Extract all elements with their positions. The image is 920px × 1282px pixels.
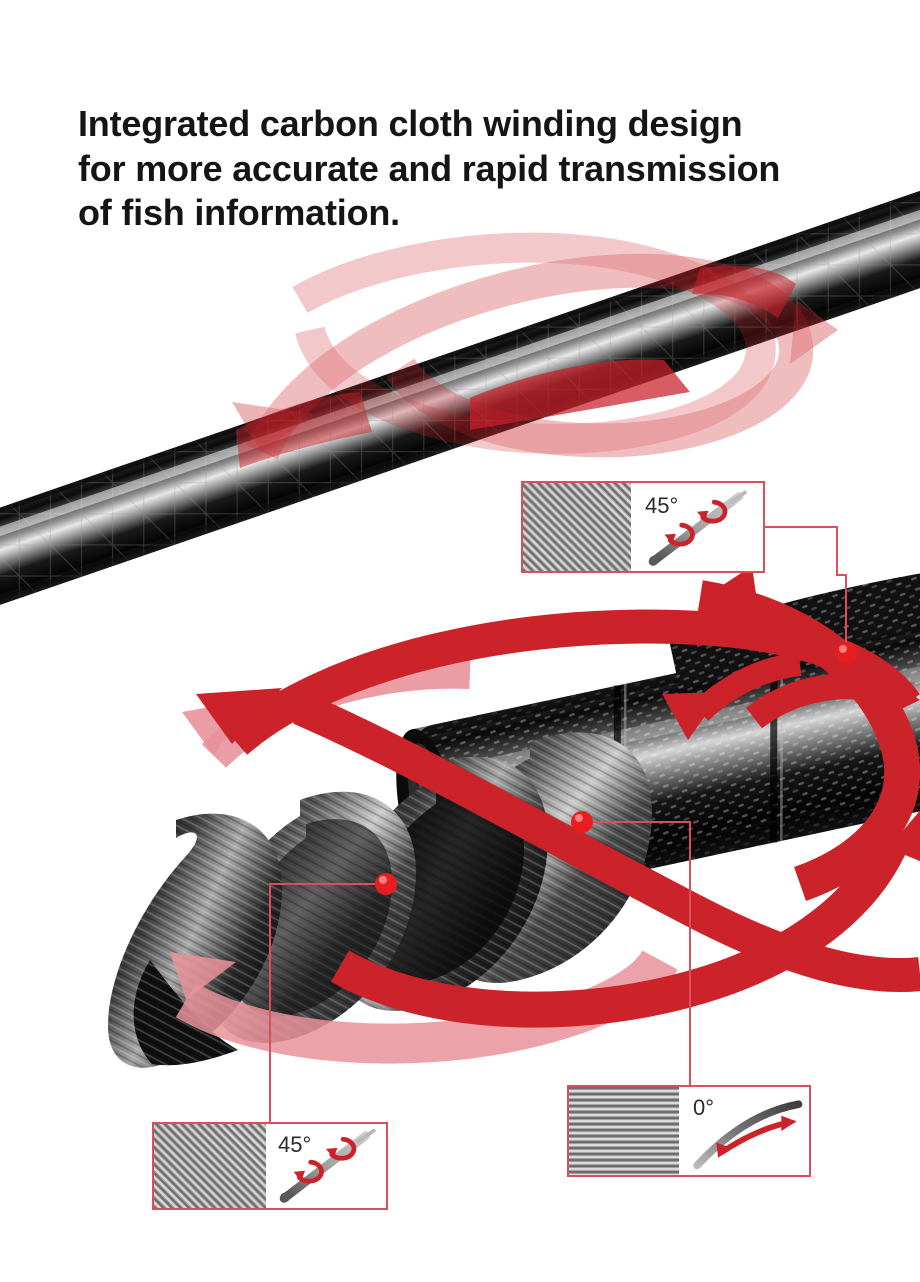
callout-figure: 0°: [679, 1087, 809, 1175]
rod-rear-section: [669, 559, 920, 691]
leader-lines: [269, 526, 847, 1122]
weave-swatch-45-icon: [523, 483, 631, 571]
angle-label: 45°: [278, 1132, 312, 1157]
angle-label: 45°: [645, 493, 679, 518]
leader-line-top-right: [765, 526, 847, 650]
weave-swatch-45-icon: [154, 1124, 266, 1208]
callout-top-right[interactable]: 45°: [521, 481, 765, 573]
rod-torsion-icon: [648, 490, 747, 566]
leader-line-bottom-right: [583, 821, 691, 1085]
page-title: Integrated carbon cloth winding design f…: [78, 102, 868, 236]
marker-spiral-cloth: [375, 873, 397, 895]
callout-figure: 45°: [631, 483, 763, 571]
headline-line-2: for more accurate and rapid transmission: [78, 147, 781, 189]
rod-bend-icon: [693, 1100, 803, 1170]
headline-line-3: of fish information.: [78, 192, 400, 234]
callout-figure: 45°: [266, 1124, 386, 1208]
callout-bottom-right[interactable]: 0°: [567, 1085, 811, 1177]
top-carbon-rod: [0, 139, 920, 650]
marker-upper-rod: [835, 642, 857, 664]
leader-line-bottom-left: [269, 883, 385, 1122]
headline-line-1: Integrated carbon cloth winding design: [78, 103, 743, 144]
top-rod-spiral-arrow-highlight: [236, 265, 796, 468]
callout-bottom-left[interactable]: 45°: [152, 1122, 388, 1210]
marker-dots: [375, 642, 857, 895]
marker-rod-body: [571, 811, 593, 833]
angle-label: 0°: [693, 1095, 715, 1120]
rod-torsion-icon: [279, 1128, 376, 1203]
weave-swatch-0-icon: [569, 1087, 679, 1175]
